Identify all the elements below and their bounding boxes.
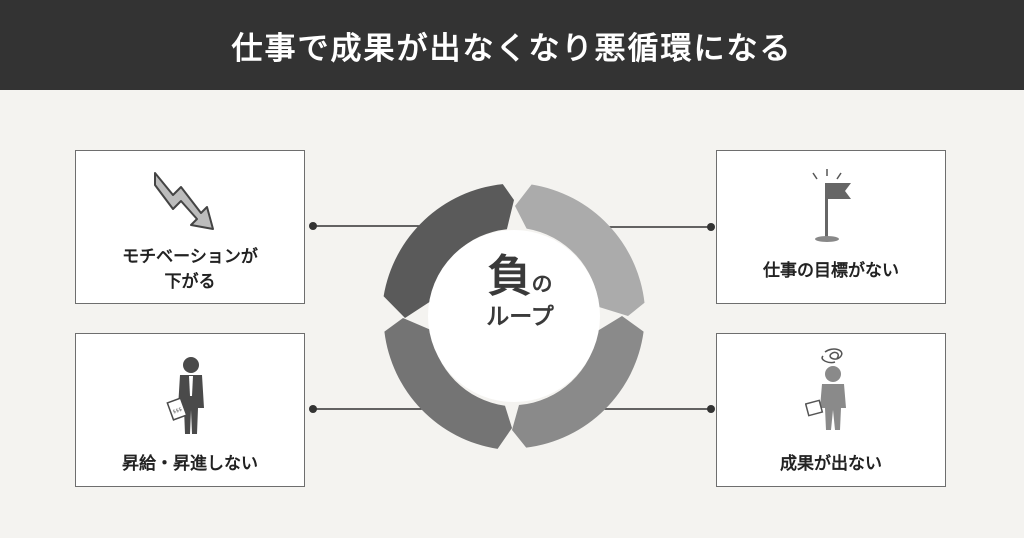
ring-segment-top-right: [515, 184, 645, 316]
connector-dot-motivation: [309, 222, 317, 230]
card-no-goal: 仕事の目標がない: [716, 150, 946, 304]
confused-person-icon: [805, 348, 846, 430]
card-motivation-label-2: 下がる: [164, 272, 216, 292]
businessman-icon: $$$: [166, 357, 204, 434]
loop-main-char: 負: [487, 251, 532, 302]
card-no-result: 成果が出ない: [716, 333, 946, 487]
card-no-goal-label: 仕事の目標がない: [763, 261, 899, 281]
page-title-text: 仕事で成果が出なくなり悪循環になる: [231, 30, 793, 67]
card-promotion-label: 昇給・昇進しない: [122, 454, 258, 474]
connector-lines: [309, 222, 715, 413]
svg-text:$$$: $$$: [172, 407, 183, 416]
card-no-result-label: 成果が出ない: [780, 454, 882, 474]
connector-dot-no-goal: [707, 223, 715, 231]
card-promotion: $$$ 昇給・昇進しない: [75, 333, 305, 487]
ring: [383, 184, 645, 449]
ring-center: [428, 230, 600, 402]
down-trend-arrow-icon: [154, 172, 214, 230]
card-motivation-label-1: モチベーションが: [122, 247, 258, 267]
card-motivation: モチベーションが 下がる: [75, 150, 305, 304]
flag-icon: [812, 169, 851, 242]
loop-sub-label: ループ: [486, 304, 554, 330]
connector-dot-promotion: [309, 405, 317, 413]
page-title: 仕事で成果が出なくなり悪循環になる: [0, 0, 1024, 90]
connector-dot-no-result: [707, 405, 715, 413]
loop-center-label: 負の ループ: [440, 252, 600, 352]
ring-segment-bottom-left: [384, 318, 512, 449]
loop-particle: の: [531, 272, 553, 296]
ring-segment-top-left: [383, 184, 514, 318]
ring-segment-bottom-right: [512, 316, 644, 448]
